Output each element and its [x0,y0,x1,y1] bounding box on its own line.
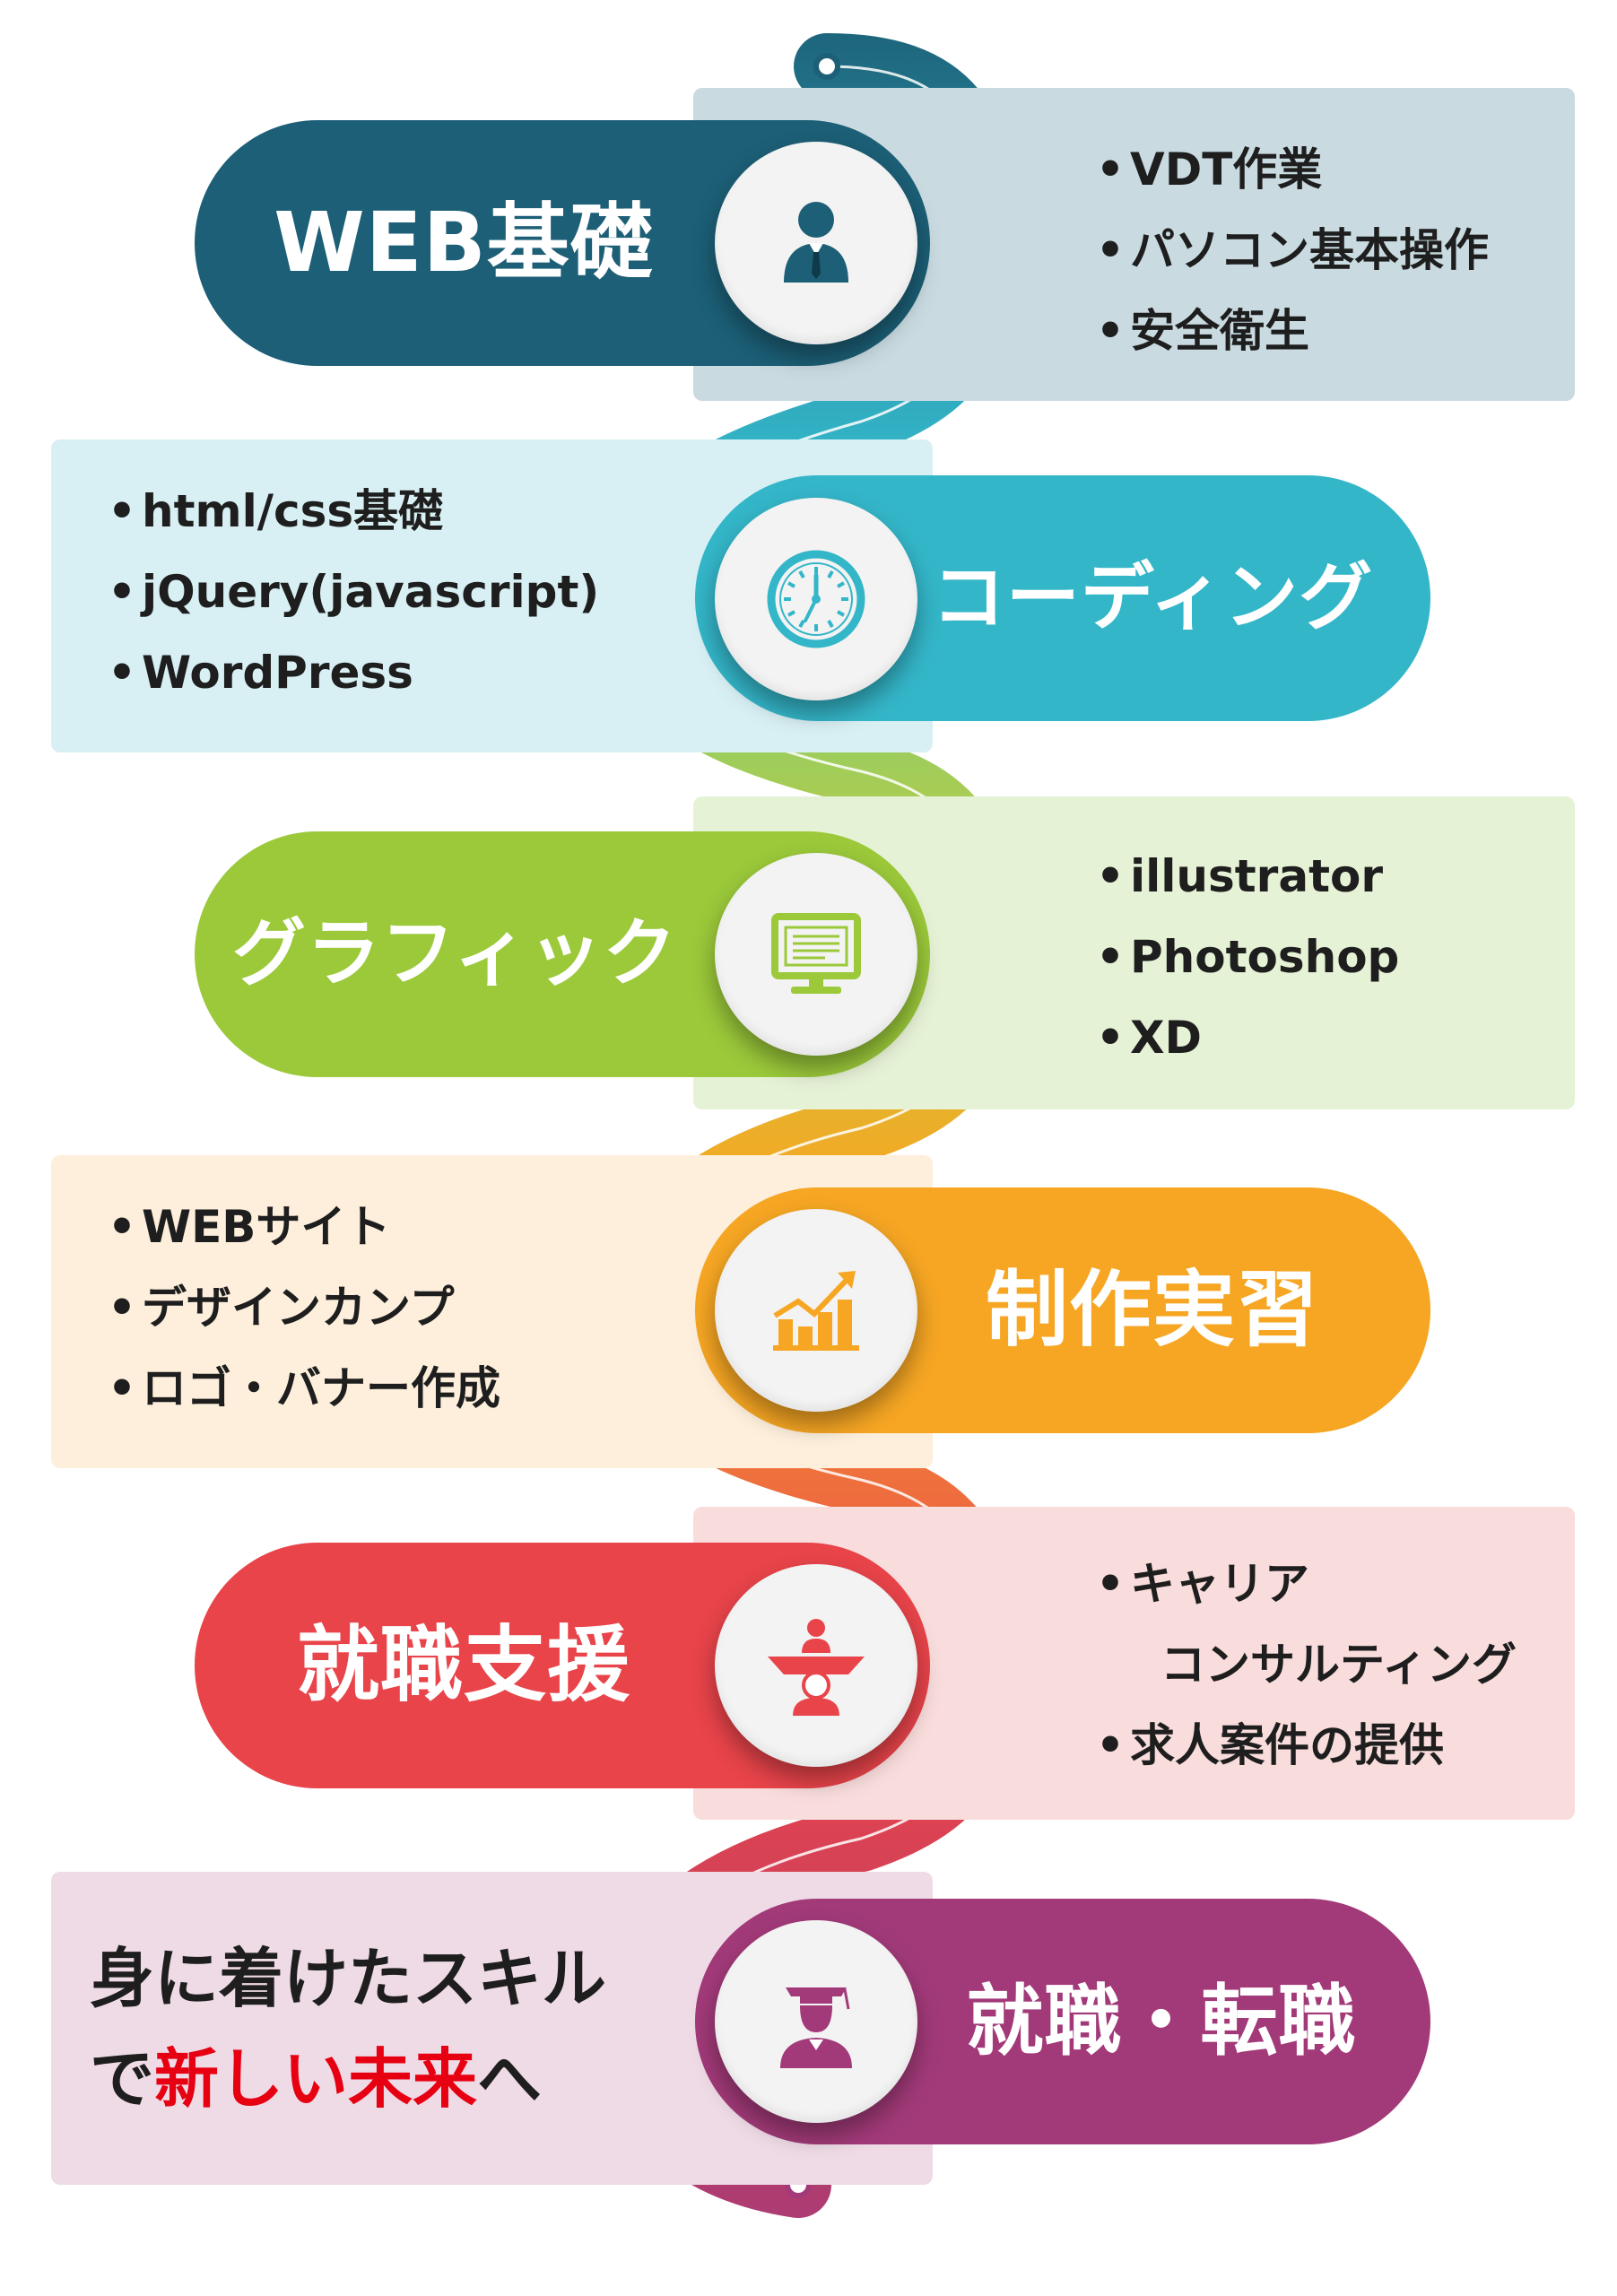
tagline-line-1: 身に着けたスキル [90,1941,607,2016]
bullet-item: デザインカンプ [108,1267,500,1348]
step-6-title: 就職・転職 [966,1977,1357,2066]
step-2-bullets: html/css基礎 jQuery(javascript) WordPress [108,471,599,713]
step-1-bullets: VDT作業 パソコン基本操作 安全衛生 [1096,129,1489,371]
step-6-icon-circle [715,1920,917,2123]
growth-chart-icon [773,1271,859,1351]
tagline-line-2: で新しい未来へ [90,2029,606,2129]
tagline: 身に着けたスキル で新しい未来へ [90,1928,606,2129]
tagline-highlight: 新しい未来 [154,2041,478,2117]
businessman-icon [784,202,848,283]
bullet-item: XD [1096,997,1399,1078]
clock-icon [767,550,865,648]
step-5-icon-circle [715,1564,917,1767]
step-4-bullets: WEBサイト デザインカンプ ロゴ・バナー作成 [108,1187,500,1429]
bullet-item: Photoshop [1096,917,1399,997]
bullet-item: 求人案件の提供 [1096,1705,1517,1786]
step-1-icon-circle [715,142,917,344]
interview-icon [768,1619,865,1716]
bullet-item: VDT作業 [1096,129,1489,210]
step-5-bullets: キャリア コンサルティング 求人案件の提供 [1096,1544,1517,1786]
step-1-title: WEB基礎 [274,195,654,291]
bullet-item: WEBサイト [108,1187,500,1267]
bullet-item: jQuery(javascript) [108,552,599,632]
step-3-title: グラフィック [231,911,678,996]
bullet-item: ロゴ・バナー作成 [108,1348,500,1429]
monitor-icon [771,913,861,994]
road-lane-line [626,65,988,2187]
tagline-suffix: へ [477,2041,543,2117]
bullet-item-continued: コンサルティング [1161,1639,1517,1691]
step-2-icon-circle [715,498,917,700]
graduate-icon [780,1987,852,2068]
bullet-item: html/css基礎 [108,471,599,552]
step-3-bullets: illustrator Photoshop XD [1096,836,1399,1078]
bullet-item: キャリア [1096,1544,1517,1624]
step-4-title: 制作実習 [985,1262,1319,1358]
road-end-node [813,53,840,80]
bullet-item: 安全衛生 [1096,291,1489,371]
step-3-icon-circle [715,853,917,1056]
bullet-item: WordPress [108,632,599,713]
step-4-icon-circle [715,1209,917,1412]
tagline-prefix: で [90,2041,155,2117]
bullet-item: パソコン基本操作 [1096,210,1489,291]
bullet-item: illustrator [1096,836,1399,917]
step-5-title: 就職支援 [296,1617,630,1713]
step-2-title: コーディング [931,555,1374,640]
